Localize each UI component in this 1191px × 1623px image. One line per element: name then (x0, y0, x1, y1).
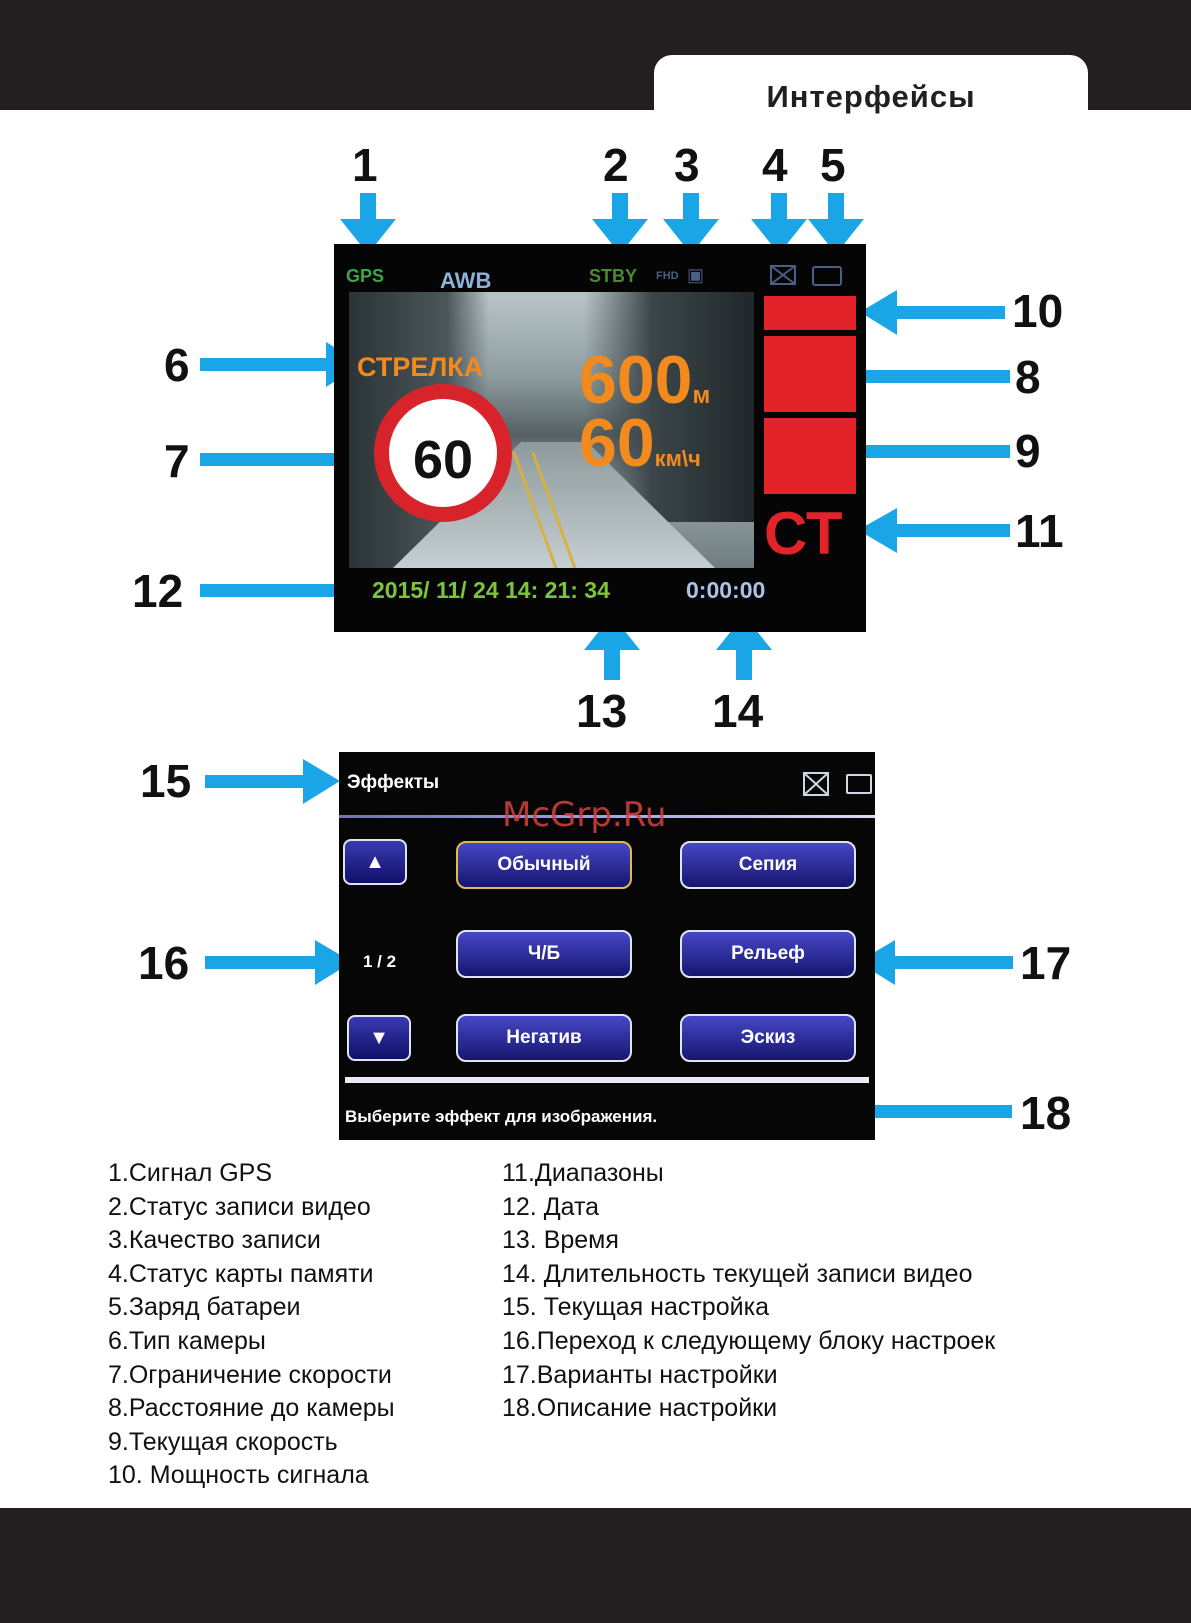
gps-indicator: GPS (346, 266, 385, 286)
page-indicator: 1 / 2 (363, 952, 397, 971)
callout-1: 1 (352, 139, 378, 191)
legend-item: 15. Текущая настройка (502, 1293, 769, 1322)
memory-card-icon (803, 772, 829, 796)
date-time: 2015/ 11/ 24 14: 21: 34 (372, 577, 610, 603)
signal-bar (764, 418, 856, 494)
callout-13: 13 (576, 685, 628, 737)
distance-unit: м (692, 382, 711, 409)
page-down-button[interactable]: ▼ (347, 1015, 411, 1061)
callout-2: 2 (603, 139, 629, 191)
page-up-button[interactable]: ▲ (343, 839, 407, 885)
bottom-band (0, 1508, 1191, 1623)
arrow-14 (716, 615, 772, 680)
legend-item: 14. Длительность текущей записи видео (502, 1259, 973, 1288)
speed-value: 60 (579, 405, 655, 481)
legend-item: 11.Диапазоны (502, 1159, 664, 1187)
band-indicator: СТ (764, 500, 843, 567)
battery-icon (846, 774, 872, 794)
option-negative[interactable]: Негатив (456, 1014, 632, 1062)
speed-unit: км\ч (654, 446, 701, 471)
settings-screen: Эффекты ▲ 1 / 2 ▼ Обычный Сепия Ч/Б Рель… (339, 752, 875, 1140)
setting-description: Выберите эффект для изображения. (345, 1107, 658, 1126)
arrow-16 (205, 940, 352, 985)
legend-item: 16.Переход к следующему блоку настроек (502, 1326, 996, 1355)
callout-3: 3 (674, 139, 700, 191)
callout-11: 11 (1015, 505, 1064, 557)
legend-item: 7.Ограничение скорости (108, 1360, 392, 1389)
arrow-4 (751, 193, 807, 254)
awb-indicator: AWB (440, 268, 492, 293)
signal-bar (764, 296, 856, 330)
callout-10: 10 (1012, 285, 1064, 337)
legend-item: 5.Заряд батареи (108, 1293, 301, 1322)
quality-icon: ▣ (687, 265, 705, 285)
option-sepia[interactable]: Сепия (680, 841, 856, 889)
legend-item: 3.Качество записи (108, 1226, 321, 1255)
legend-item: 17.Варианты настройки (502, 1360, 778, 1389)
distance-value: 600 (579, 342, 693, 418)
arrow-11 (858, 508, 1010, 553)
callout-5: 5 (820, 139, 846, 191)
distance-readout: 600м (579, 346, 710, 414)
callout-17: 17 (1020, 937, 1072, 989)
speed-limit-value: 60 (412, 430, 474, 490)
legend-left: 1.Сигнал GPS 2.Статус записи видео 3.Кач… (108, 1157, 395, 1493)
arrow-17 (858, 940, 1013, 985)
arrow-1 (340, 193, 396, 254)
setting-title: Эффекты (347, 772, 440, 793)
option-relief[interactable]: Рельеф (680, 930, 856, 978)
option-bw[interactable]: Ч/Б (456, 930, 632, 978)
dashcam-screen: GPS AWB STBY FHD ▣ СТ СТРЕЛКА 600м 60км\… (334, 244, 866, 632)
callout-16: 16 (138, 937, 190, 989)
callout-18: 18 (1020, 1087, 1072, 1139)
callout-14: 14 (712, 685, 764, 737)
callout-12: 12 (132, 565, 184, 617)
battery-icon (812, 266, 842, 286)
legend-item: 9.Текущая скорость (108, 1427, 338, 1456)
signal-bars (764, 296, 856, 500)
memory-card-icon (770, 265, 796, 285)
callout-4: 4 (762, 139, 788, 191)
callout-15: 15 (140, 755, 192, 807)
record-duration: 0:00:00 (686, 577, 766, 603)
section-title: Интерфейсы (766, 79, 976, 114)
legend-item: 10. Мощность сигнала (108, 1461, 369, 1490)
arrow-2 (592, 193, 648, 254)
speed-limit-sign: 60 (374, 384, 512, 522)
legend-item: 1.Сигнал GPS (108, 1159, 273, 1187)
arrow-10 (860, 290, 1005, 335)
watermark: McGrp.Ru (502, 795, 667, 835)
speed-readout: 60км\ч (579, 409, 701, 477)
divider (339, 815, 875, 818)
option-normal[interactable]: Обычный (456, 841, 632, 889)
camera-type: СТРЕЛКА (357, 352, 484, 382)
legend-item: 12. Дата (502, 1192, 600, 1221)
signal-bar (764, 336, 856, 412)
legend-item: 2.Статус записи видео (108, 1192, 371, 1221)
legend-item: 8.Расстояние до камеры (108, 1394, 395, 1423)
arrow-5 (808, 193, 864, 254)
arrow-15 (205, 759, 340, 804)
option-sketch[interactable]: Эскиз (680, 1014, 856, 1062)
legend-item: 18.Описание настройки (502, 1394, 778, 1423)
callout-9: 9 (1015, 425, 1041, 477)
arrow-13 (584, 615, 640, 680)
legend-item: 6.Тип камеры (108, 1326, 266, 1355)
quality-label: FHD (656, 270, 679, 282)
legend-item: 4.Статус карты памяти (108, 1259, 374, 1288)
legend-right: 11.Диапазоны 12. Дата 13. Время 14. Длит… (502, 1157, 995, 1426)
callout-6: 6 (164, 339, 190, 391)
divider (345, 1077, 869, 1083)
arrow-3 (663, 193, 719, 254)
callout-7: 7 (164, 435, 190, 487)
record-status: STBY (589, 266, 638, 286)
section-tab: Интерфейсы (654, 55, 1088, 117)
legend-item: 13. Время (502, 1226, 619, 1255)
callout-8: 8 (1015, 351, 1041, 403)
